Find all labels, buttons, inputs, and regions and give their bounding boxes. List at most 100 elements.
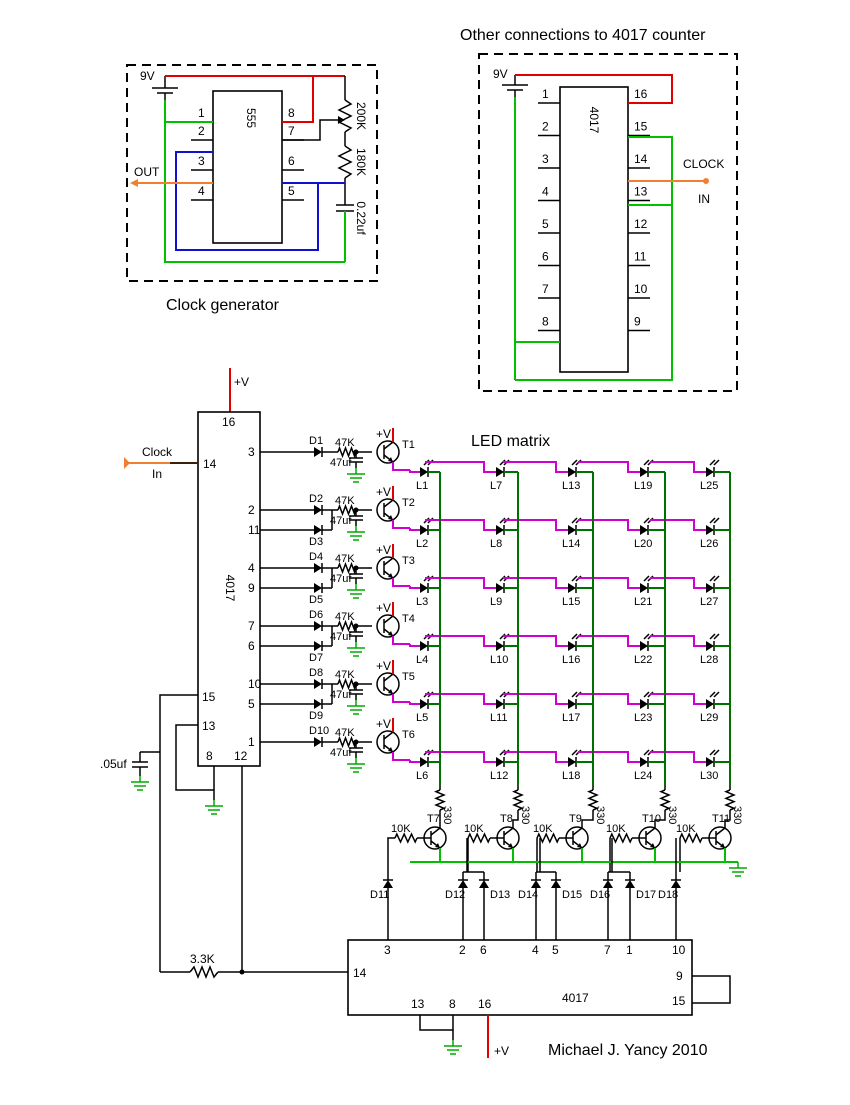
counter-in-label: IN [698,192,710,206]
row-transistor-label-T2: T2 [402,497,415,509]
chip1-output-pin-5: 5 [248,697,255,711]
row-resistor-label-5: 47K [335,669,355,681]
chip2-top-pin-3: 3 [384,943,391,957]
counter-connections-panel: Other connections to 4017 counter 9V 401… [460,27,738,392]
row-transistor-T6 [376,730,400,754]
led-label-L15: L15 [562,596,580,608]
resistor-3k3 [189,964,219,980]
chip2-pin-13: 13 [411,997,425,1011]
chip2-pin-9: 9 [676,969,683,983]
main-resistor-clock-label: 3.3K [190,952,215,966]
chip1-output-pin-11: 11 [248,523,261,537]
led-label-L8: L8 [490,538,502,550]
resistor-180k [337,145,353,179]
row-cap-label-4: 47uf [330,631,352,643]
row-diode-label-D8: D8 [309,667,323,679]
led-label-L4: L4 [416,654,428,666]
led-label-L30: L30 [700,770,718,782]
row-transistor-T1 [376,440,400,464]
led-label-L12: L12 [490,770,508,782]
column-transistor-T7 [423,826,447,850]
chip1-4017 [197,411,261,767]
column-transistor-T9 [565,826,589,850]
clock-generator-frame [126,64,378,282]
led-label-L11: L11 [490,712,508,724]
counter-connections-frame [478,53,738,392]
pin-555-right-5: 5 [288,184,295,198]
row-resistor-label-1: 47K [335,437,355,449]
row-diode-D9 [314,699,323,709]
pin-4017-right-12: 12 [634,217,648,231]
pin-4017-left-1: 1 [542,87,549,101]
column-diode-label-D15: D15 [562,889,582,901]
row-transistor-T5 [376,672,400,696]
row-transistor-label-T5: T5 [402,671,415,683]
pin-4017-left-7: 7 [542,282,549,296]
column-transistor-label-T7: T7 [427,813,440,825]
led-L28 [706,633,720,651]
credit: Michael J. Yancy 2010 [548,1042,708,1059]
pin-4017-left-8: 8 [542,315,549,329]
led-label-L14: L14 [562,538,580,550]
pin-555-left-4: 4 [198,184,205,198]
row-diode-D3 [314,525,323,535]
row-supply-label-4: +V [376,601,391,615]
clock-gen-out-label: OUT [134,165,160,179]
counter-clock-label: CLOCK [683,157,724,171]
pin-4017-right-14: 14 [634,152,648,166]
led-L27 [706,575,720,593]
column-diode-D18 [671,879,681,888]
led-label-L19: L19 [634,480,652,492]
led-label-L22: L22 [634,654,652,666]
chip1-pin-8: 8 [206,749,213,763]
chip-555 [212,90,283,244]
chip-4017-reference [559,86,629,373]
pin-555-right-7: 7 [288,124,295,138]
row-diode-label-D9: D9 [309,710,323,722]
column-diode-label-D17: D17 [636,889,656,901]
row-diode-label-D5: D5 [309,594,323,606]
row-supply-label-6: +V [376,717,391,731]
led-L25 [706,459,720,477]
led-label-L9: L9 [490,596,502,608]
base-resistor-label-2: 10K [464,823,484,835]
row-diode-label-D6: D6 [309,609,323,621]
column-diode-label-D16: D16 [590,889,610,901]
row-cap-label-6: 47uf [330,747,352,759]
row-supply-label-2: +V [376,485,391,499]
row-diode-D4 [314,563,323,573]
chip2-top-pin-4: 4 [532,943,539,957]
led-L9 [496,575,510,593]
chip1-name: 4017 [223,575,237,602]
row-diode-D8 [314,679,323,689]
column-transistor-label-T9: T9 [569,813,582,825]
row-transistor-T2 [376,498,400,522]
chip1-pin-12: 12 [234,749,248,763]
chip1-output-pin-1: 1 [248,735,255,749]
column-resistor-4 [659,789,671,811]
chip2-pin-16: 16 [478,997,492,1011]
chip1-output-pin-6: 6 [248,639,255,653]
chip1-output-pin-2: 2 [248,503,255,517]
led-label-L1: L1 [416,480,428,492]
column-transistor-label-T11: T11 [712,813,730,825]
row-transistor-T4 [376,614,400,638]
led-label-L29: L29 [700,712,718,724]
led-label-L21: L21 [634,596,652,608]
row-diode-D1 [314,447,323,457]
column-diode-label-D14: D14 [518,889,538,901]
pin-4017-right-16: 16 [634,87,648,101]
column-resistor-2 [512,789,524,811]
column-diode-D11 [383,879,393,888]
